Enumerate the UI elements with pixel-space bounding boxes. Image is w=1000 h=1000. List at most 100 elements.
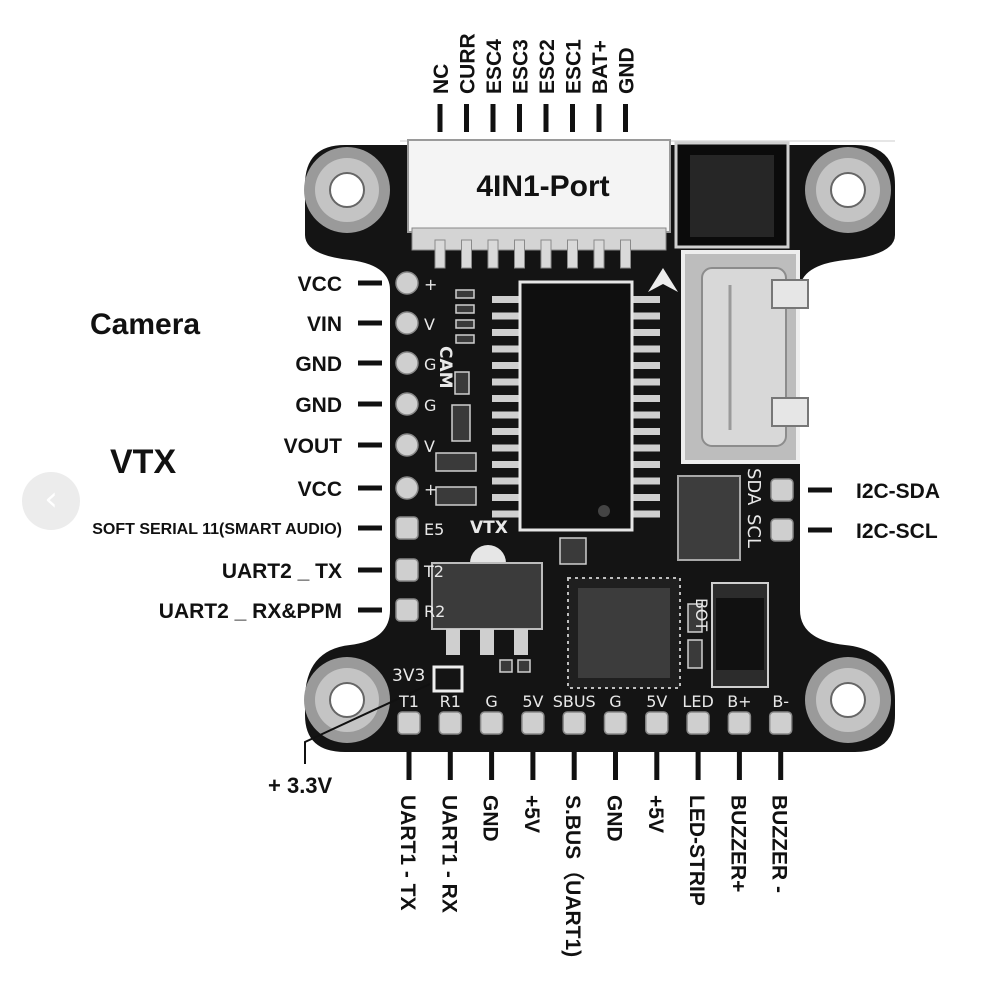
right-pin-label-i2c-sda: I2C-SDA <box>856 480 940 503</box>
bottom-pad <box>438 711 463 735</box>
silk-left-pad: V <box>424 315 435 334</box>
chip-pin <box>630 362 660 369</box>
left-pad <box>395 392 419 416</box>
bottom-pin-tick <box>489 752 495 780</box>
chip-pin <box>492 296 522 303</box>
bottom-pin-tick <box>736 752 742 780</box>
silk-boot: BOT <box>692 598 711 631</box>
previous-image-arrow-icon[interactable]: ‹ <box>22 472 80 530</box>
left-pin-label-vcc-5: VCC <box>298 478 342 501</box>
left-pad <box>395 433 419 457</box>
bottom-pin-tick <box>778 752 784 780</box>
silk-left-pad: G <box>424 396 436 415</box>
connector-pin <box>593 239 605 269</box>
right-pin-tick <box>808 487 832 493</box>
silk-bottom-pad: G <box>485 692 497 711</box>
left-pad <box>395 516 419 540</box>
chip-pin <box>630 510 660 518</box>
bottom-pin-tick <box>654 752 660 780</box>
left-pin-tick <box>358 567 382 573</box>
silk-bottom-pad: SBUS <box>553 692 596 711</box>
orientation-arrow-icon <box>648 268 678 292</box>
port-label: 4IN1-Port <box>476 170 609 203</box>
connector-pin <box>434 239 446 269</box>
chip-pin <box>630 296 660 303</box>
bottom-pin-tick <box>447 752 453 780</box>
chip-pin <box>630 494 660 501</box>
right-pin-labels: I2C-SDA I2C-SCL <box>808 480 940 543</box>
left-pin-label-uart2-tx-7: UART2 _ TX <box>222 560 342 583</box>
left-pin-label-gnd-3: GND <box>295 394 342 417</box>
silk-left-pad: + <box>424 275 437 294</box>
chip-pin <box>630 477 660 485</box>
silk-cam: CAM <box>435 346 455 389</box>
right-pad <box>770 478 794 502</box>
top-pin-tick <box>543 104 549 132</box>
silk-left-pad: R2 <box>424 602 445 621</box>
bottom-pin-tick <box>530 752 536 780</box>
top-pin-tick <box>490 104 496 132</box>
left-pin-label-vcc-0: VCC <box>298 273 342 296</box>
top-pin-tick <box>464 104 469 132</box>
left-pin-tick <box>358 280 382 286</box>
silk-bottom-pad: G <box>609 692 621 711</box>
bottom-pad <box>603 711 628 735</box>
top-pin-tick <box>517 104 522 132</box>
top-pin-label-esc3-3: ESC3 <box>510 39 533 94</box>
mounting-hole-top-left <box>304 147 390 233</box>
buzzer-mosfet <box>711 582 769 688</box>
mounting-hole-bottom-right <box>805 657 891 743</box>
bottom-pad <box>521 711 545 735</box>
left-pad <box>395 311 419 335</box>
bottom-pad <box>562 711 586 735</box>
chip-pin <box>492 329 522 336</box>
silk-bottom-pad: B- <box>772 692 789 711</box>
connector-pin <box>567 239 578 269</box>
chip-pin <box>630 428 660 435</box>
connector-pin <box>487 239 499 269</box>
chip-pin <box>492 477 522 485</box>
bottom-pin-label-5v-3: +5V <box>520 795 543 833</box>
bottom-pin-label-buzzer-9: BUZZER - <box>768 795 791 893</box>
silk-bottom-pad: 5V <box>646 692 667 711</box>
connector-pin <box>540 239 552 269</box>
bottom-pad <box>686 711 710 735</box>
bottom-pin-tick <box>406 752 412 780</box>
chip-pin <box>630 345 660 353</box>
chip-pin <box>492 494 522 501</box>
connector-pin <box>620 239 631 269</box>
mounting-hole-bottom-left <box>304 657 390 743</box>
right-pin-label-i2c-scl: I2C-SCL <box>856 520 938 543</box>
4in1-port-connector: 4IN1-Port <box>407 139 671 269</box>
top-pin-tick <box>570 104 575 132</box>
silk-vtx: VTX <box>470 518 508 538</box>
top-pin-label-curr-1: CURR <box>457 33 480 94</box>
3v3-callout-label: + 3.3V <box>268 773 333 798</box>
silk-left-pad: + <box>424 480 437 499</box>
left-pin-label-gnd-2: GND <box>295 353 342 376</box>
chip-pin <box>492 510 522 518</box>
bottom-pin-label-gnd-5: GND <box>603 795 626 842</box>
smd-components <box>435 289 703 673</box>
chip-pin <box>492 444 522 452</box>
silk-bottom-pad: 5V <box>522 692 543 711</box>
top-pin-tick <box>623 104 628 132</box>
bottom-pad <box>645 711 669 735</box>
top-pin-label-gnd-7: GND <box>616 47 639 94</box>
usb-port <box>681 250 809 464</box>
chip-pin <box>630 444 660 452</box>
left-pin-tick <box>358 320 382 326</box>
left-pin-tick <box>358 401 382 407</box>
sensor-chip <box>677 475 741 561</box>
chip-pin <box>492 345 522 353</box>
bottom-pad <box>397 711 421 735</box>
bottom-pin-tick <box>695 752 701 780</box>
silk-3v3: 3V3 <box>392 666 425 686</box>
silk-bottom-pad: B+ <box>727 692 751 711</box>
bottom-pin-label-s-bus-uart1-4: S.BUS（UART1) <box>561 795 585 957</box>
3v3-callout-line <box>304 683 431 764</box>
connector-pin <box>514 239 525 269</box>
chip-pin <box>492 461 522 468</box>
